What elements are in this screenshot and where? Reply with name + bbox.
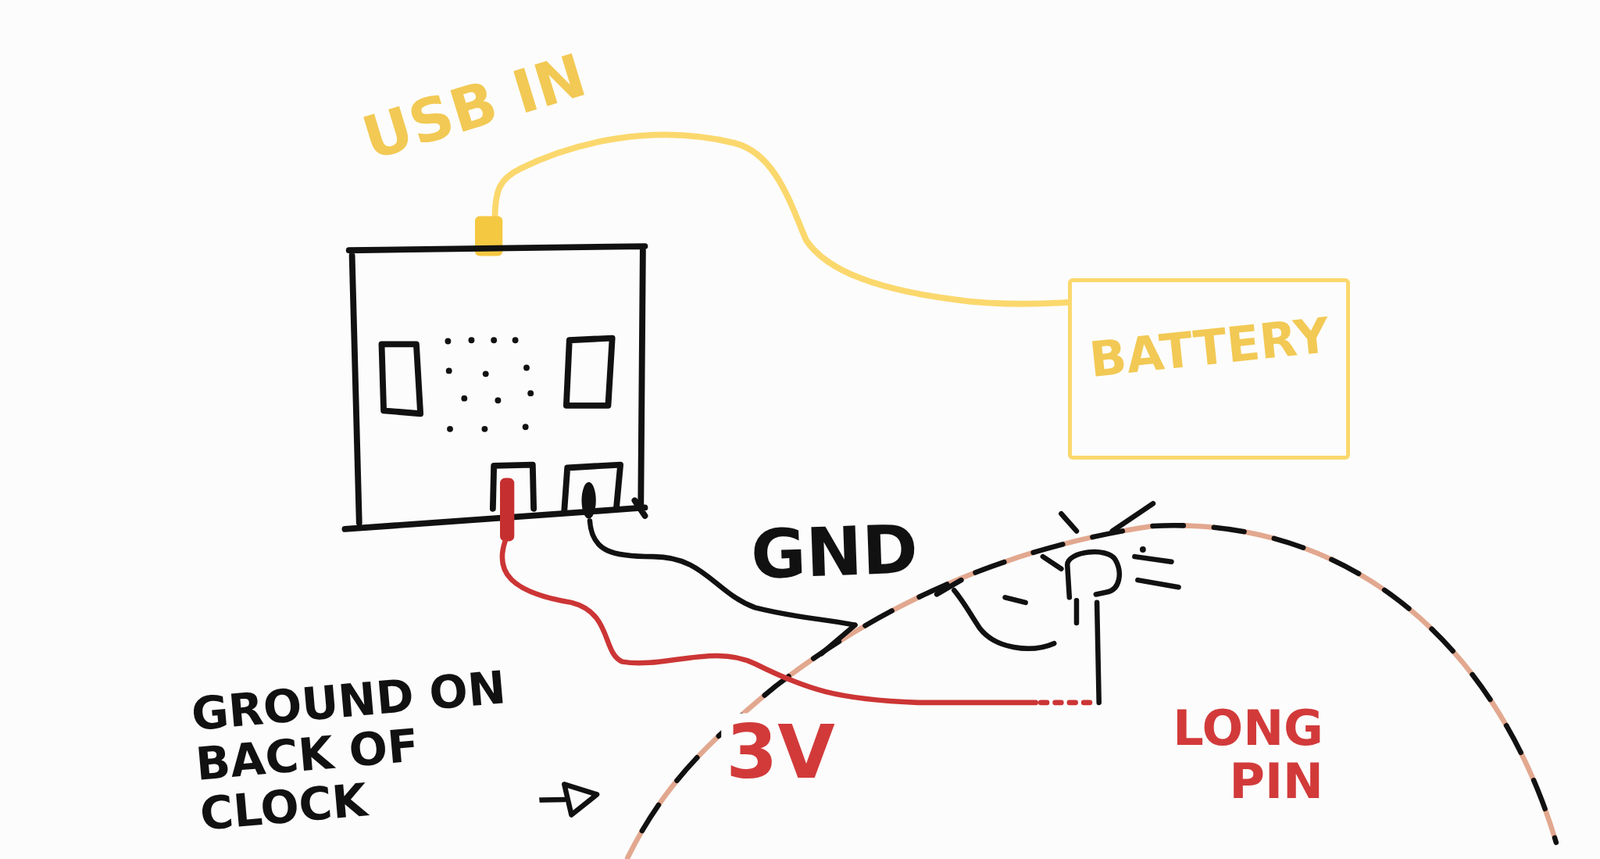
note-text: GROUND ON BACK OF CLOCK	[184, 659, 540, 842]
matrix-dot	[527, 389, 534, 397]
red-clip	[500, 478, 515, 542]
matrix-dot	[494, 396, 501, 404]
led-short-pin	[936, 579, 1054, 649]
matrix-dot	[482, 370, 490, 377]
light-dot	[1139, 546, 1147, 553]
pin-label: 3V	[721, 713, 840, 791]
matrix-dot	[444, 338, 451, 345]
led-long-pin	[1096, 602, 1100, 703]
matrix-dot	[522, 423, 529, 430]
board-outline	[344, 246, 645, 529]
matrix-dot	[512, 336, 519, 343]
button-b	[566, 338, 613, 406]
matrix-dot	[490, 336, 497, 343]
led-matrix	[444, 336, 534, 432]
matrix-dot	[523, 364, 530, 372]
matrix-dot	[468, 336, 475, 343]
usb-cable	[494, 134, 1068, 304]
led-symbol	[1067, 551, 1120, 623]
matrix-dot	[446, 367, 453, 374]
button-a	[381, 343, 421, 414]
port-label: USB IN	[351, 42, 598, 172]
node-text: BATTERY	[1086, 308, 1332, 387]
battery-box: BATTERY	[1067, 278, 1350, 460]
red-wire	[1040, 700, 1094, 706]
matrix-dot	[481, 425, 488, 433]
matrix-dot	[460, 395, 468, 402]
pin-label: GND	[745, 513, 925, 590]
light-rays	[1005, 503, 1179, 603]
note-arrowhead	[564, 783, 597, 815]
pin-label: LONG PIN	[1125, 700, 1329, 810]
matrix-dot	[446, 425, 454, 433]
black-clip	[581, 482, 596, 519]
